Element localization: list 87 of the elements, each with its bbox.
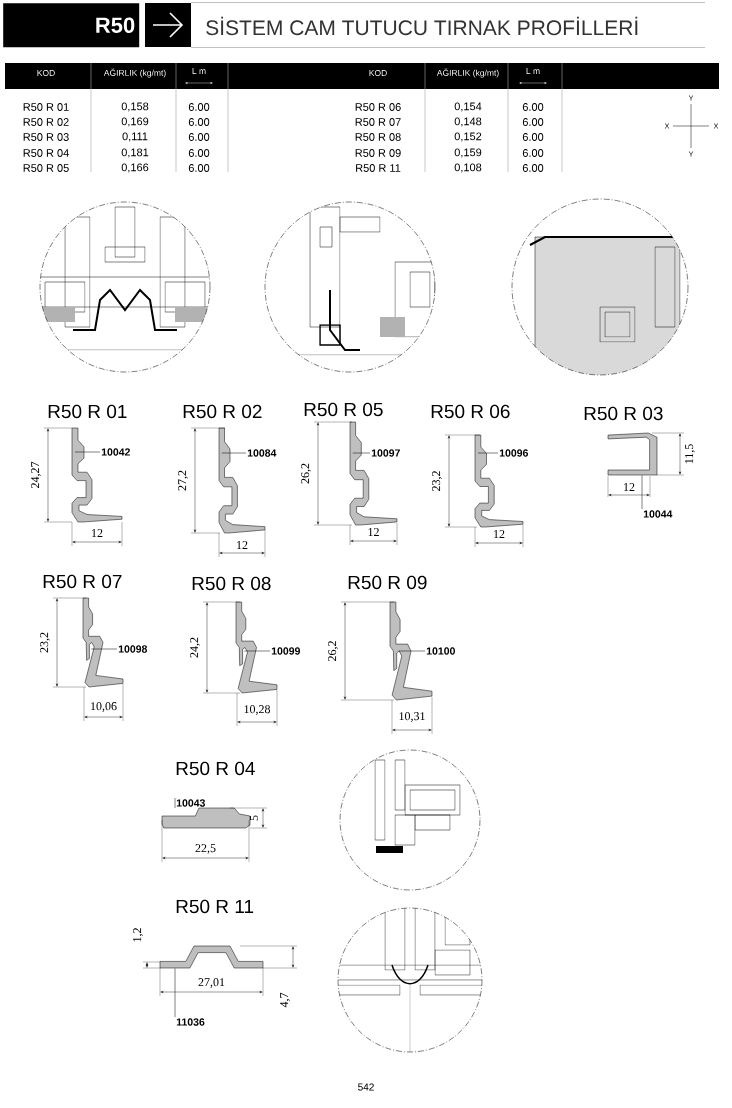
table-cell: R50 R 06	[355, 103, 401, 111]
part-number: 10096	[499, 449, 528, 457]
leader-line	[91, 648, 118, 650]
column-header: L m	[526, 68, 540, 74]
table-cell: 0,181	[121, 148, 149, 158]
dimension-label: 12	[624, 483, 635, 491]
part-number: 10100	[426, 647, 455, 655]
leader-line	[352, 452, 371, 454]
dimension-label: 10,28	[244, 705, 271, 715]
node-label: R50 R 04	[176, 761, 255, 776]
profile-drawing: R50 R 11	[159, 899, 264, 969]
table-cell: 0,159	[454, 148, 482, 158]
part-number: 10042	[101, 448, 130, 456]
dimension-label: 22,5	[195, 844, 216, 854]
node-label: R50 R 11	[176, 899, 254, 914]
dimension-label: 27,2	[178, 470, 188, 491]
page-title: SİSTEM CAM TUTUCU TIRNAK PROFİLLERİ	[206, 16, 638, 36]
table-cell: 6.00	[188, 133, 210, 141]
node-label: R50 R 01	[48, 404, 127, 419]
dimension-label: 26,2	[301, 463, 311, 484]
part-number: 10084	[247, 449, 277, 457]
profile-drawing: R50 R 03	[584, 406, 663, 476]
part-number: 11036	[176, 1018, 205, 1026]
node-label: R50 R 02	[183, 404, 262, 419]
table-cell: 6.00	[522, 164, 544, 172]
dimension-label: 10,31	[399, 712, 425, 722]
table-cell: 0,158	[121, 102, 149, 112]
part-number: 10044	[643, 510, 673, 518]
node-label: R50 R 06	[431, 404, 510, 419]
dimension-label: 5	[250, 815, 258, 821]
table-cell: R50 R 08	[355, 133, 401, 141]
column-header: KOD	[369, 70, 387, 76]
leader-line	[74, 451, 101, 453]
leader-line	[174, 797, 176, 809]
leader-line	[244, 650, 271, 652]
table-cell: 6.00	[522, 133, 544, 141]
table-cell: R50 R 11	[356, 164, 401, 172]
dimension-label: 1,2	[133, 928, 143, 942]
dimension-label: 24,2	[190, 637, 200, 658]
table-cell: R50 R 07	[355, 118, 401, 126]
leader-line	[221, 452, 247, 454]
table-cell: 6.00	[188, 149, 210, 157]
node-label: R50 R 03	[584, 406, 663, 421]
dimension-label: 24,27	[31, 461, 41, 488]
node-label: R50 R 09	[348, 575, 427, 590]
table-cell: 0,152	[454, 132, 482, 142]
table-cell: R50 R 02	[23, 118, 69, 126]
table-cell: R50 R 01	[23, 103, 69, 111]
table-cell: 6.00	[522, 118, 544, 126]
leader-line	[477, 452, 499, 454]
table-cell: 6.00	[188, 103, 210, 111]
table-cell: R50 R 05	[23, 164, 69, 172]
table-cell: 6.00	[522, 103, 544, 111]
table-cell: 6.00	[188, 164, 210, 172]
dimension-label: 11,5	[685, 444, 695, 464]
part-number: 10097	[371, 449, 400, 457]
table-cell: 0,108	[454, 163, 482, 173]
table-cell: 0,169	[121, 117, 149, 127]
column-header: L m	[192, 68, 206, 74]
dimension-label: 4,7	[280, 992, 290, 1008]
part-number: 10098	[118, 645, 148, 653]
page-number: 542	[358, 1083, 374, 1091]
series-box: R50	[3, 3, 140, 48]
node-label: R50 R 05	[304, 402, 383, 417]
column-header: AĞIRLIK (kg/mt)	[436, 68, 499, 78]
column-header: AĞIRLIK (kg/mt)	[103, 68, 166, 78]
part-number: 10099	[271, 647, 300, 655]
leader-line	[641, 475, 643, 510]
table-cell: R50 R 04	[23, 149, 69, 157]
dimension-label: 23,2	[432, 471, 442, 491]
node-label: R50 R 07	[43, 574, 122, 589]
leader-line	[398, 650, 426, 652]
dimension-label: 10,06	[91, 702, 117, 712]
table-cell: 0,111	[122, 132, 148, 142]
part-number: 10043	[176, 799, 205, 807]
table-cell: 6.00	[522, 149, 544, 157]
table-cell: 0,154	[454, 102, 482, 112]
table-cell: R50 R 03	[23, 133, 69, 141]
column-header: KOD	[37, 70, 55, 76]
table-cell: 0,166	[121, 163, 149, 173]
table-cell: 6.00	[188, 118, 210, 126]
leader-line	[174, 968, 176, 1018]
node-label: R50 R 08	[192, 576, 271, 591]
table-cell: R50 R 09	[355, 149, 401, 157]
dimension-label: 23,2	[40, 632, 50, 653]
table-cell: 0,148	[454, 117, 482, 127]
dimension-label: 26,2	[328, 641, 338, 661]
